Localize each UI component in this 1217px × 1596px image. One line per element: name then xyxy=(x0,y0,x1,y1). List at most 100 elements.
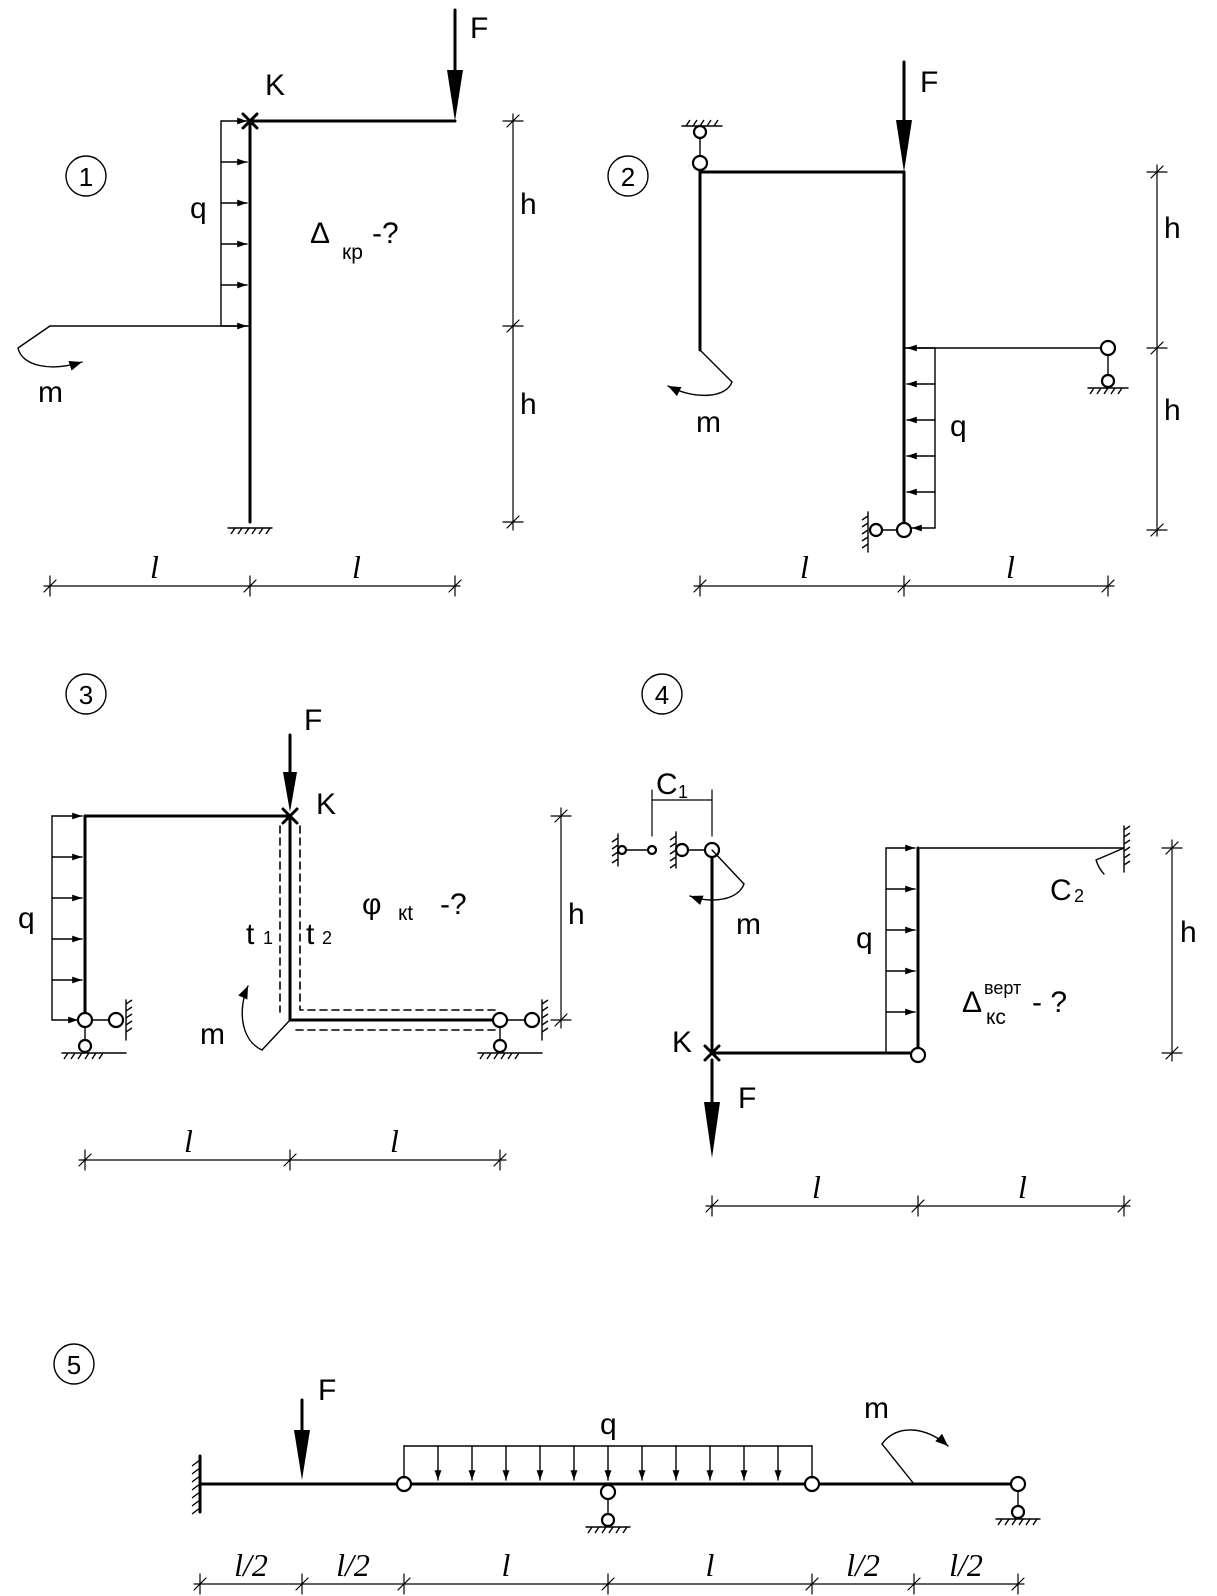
scheme-3-number-circle xyxy=(65,673,107,715)
scheme-5-distributed-load xyxy=(403,1445,813,1481)
scheme-4-task-superscript: верт xyxy=(984,978,1021,998)
scheme-1-force-arrow xyxy=(447,8,463,121)
scheme-1-distributed-load xyxy=(220,117,248,330)
scheme-1-length-label-2: l xyxy=(352,549,361,585)
scheme-1-load-label: q xyxy=(190,192,207,225)
scheme-2-length-label-2: l xyxy=(1006,549,1015,585)
scheme-3-left-support xyxy=(61,999,133,1060)
scheme-1-length-dimension xyxy=(43,575,462,597)
scheme-4-length-label-2: l xyxy=(1018,1169,1027,1205)
scheme-1-task: Δ кр -? xyxy=(310,217,399,264)
scheme-2-length-label-1: l xyxy=(800,549,809,585)
scheme-4-task-subscript: кс xyxy=(986,1006,1006,1029)
scheme-1-task-suffix: -? xyxy=(372,217,399,250)
scheme-2-height-label-1: h xyxy=(1164,212,1181,245)
scheme-2-number-circle xyxy=(607,155,649,197)
scheme-3-height-dimension xyxy=(550,807,572,1029)
scheme-3-temp2-label: t xyxy=(306,918,315,951)
scheme-2-bottom-support xyxy=(861,511,913,553)
scheme-1-height-dimension xyxy=(502,113,524,531)
scheme-3-temp2-sub: 2 xyxy=(322,928,332,948)
scheme-2-force-label: F xyxy=(920,66,938,99)
scheme-3-force-label: F xyxy=(304,704,322,737)
scheme-5-length-label-1: l/2 xyxy=(234,1547,268,1583)
scheme-5: 5 F xyxy=(53,1343,1041,1595)
scheme-3-task-suffix: -? xyxy=(440,888,467,921)
scheme-3-moment xyxy=(238,985,291,1051)
scheme-1-height-label-2: h xyxy=(520,388,537,421)
scheme-3-temp1-sub: 1 xyxy=(263,928,273,948)
scheme-1-moment-label: m xyxy=(38,376,63,409)
scheme-4-disp2-label: C xyxy=(1050,874,1072,907)
scheme-1-moment xyxy=(17,325,83,371)
scheme-1: 1 K F q xyxy=(17,8,537,597)
scheme-2-top-support xyxy=(681,119,723,172)
scheme-4-height-label: h xyxy=(1180,916,1197,949)
scheme-5-length-label-5: l/2 xyxy=(846,1547,880,1583)
scheme-5-middle-support xyxy=(585,1483,631,1534)
scheme-4-task-symbol: Δ xyxy=(962,986,982,1019)
scheme-4-right-support xyxy=(1095,825,1131,875)
scheme-4-disp1-sub: 1 xyxy=(678,782,688,802)
scheme-1-fixed-support xyxy=(227,527,273,535)
scheme-1-task-subscript: кр xyxy=(342,241,363,264)
scheme-1-task-symbol: Δ xyxy=(310,217,330,250)
scheme-2-load-label: q xyxy=(950,410,967,443)
scheme-4-disp1-dimension xyxy=(651,789,713,837)
scheme-2-force-arrow xyxy=(896,60,912,172)
scheme-4-disp2-sub: 2 xyxy=(1074,886,1084,906)
scheme-3-node-k-mark xyxy=(281,807,299,825)
scheme-2-height-dimension xyxy=(1146,164,1168,537)
scheme-2-moment xyxy=(667,349,733,397)
scheme-1-length-label-1: l xyxy=(150,549,159,585)
scheme-3-length-label-1: l xyxy=(184,1123,193,1159)
scheme-5-load-label: q xyxy=(600,1408,617,1441)
scheme-5-number-circle xyxy=(53,1343,95,1385)
scheme-4-bottom-hinge xyxy=(909,1046,927,1064)
scheme-3-distributed-load xyxy=(51,812,83,1024)
scheme-5-length-label-2: l/2 xyxy=(336,1547,370,1583)
scheme-5-length-label-6: l/2 xyxy=(949,1547,983,1583)
scheme-3-node-k-label: K xyxy=(316,788,336,821)
scheme-2-right-support xyxy=(1087,339,1129,395)
scheme-1-force-label: F xyxy=(470,12,488,45)
scheme-4-length-label-1: l xyxy=(812,1169,821,1205)
scheme-1-node-k-mark xyxy=(241,112,259,130)
scheme-4-load-label: q xyxy=(856,922,873,955)
scheme-4-distributed-load xyxy=(885,844,916,1054)
scheme-4-force-arrow xyxy=(704,1058,720,1158)
scheme-2-moment-label: m xyxy=(696,406,721,439)
scheme-4-node-k-mark xyxy=(703,1044,721,1062)
scheme-5-fixed-support xyxy=(191,1454,202,1515)
scheme-4-number-circle xyxy=(641,673,683,715)
scheme-5-length-dimension xyxy=(193,1573,1025,1595)
scheme-4-task-suffix: - ? xyxy=(1032,986,1067,1019)
scheme-2-length-dimension xyxy=(693,575,1115,597)
scheme-5-number: 5 xyxy=(67,1350,81,1380)
scheme-3-moment-label: m xyxy=(200,1018,225,1051)
scheme-3: 3 K t 1 t 2 xyxy=(18,673,585,1171)
scheme-4-number: 4 xyxy=(655,680,669,710)
scheme-4-top-support xyxy=(611,831,721,869)
scheme-4-node-k-label: K xyxy=(672,1026,692,1059)
scheme-3-task-subscript: кt xyxy=(398,902,413,925)
scheme-3-length-dimension xyxy=(78,1149,507,1171)
scheme-2-distributed-load xyxy=(906,344,936,532)
scheme-3-temperature-lines xyxy=(279,825,501,1031)
scheme-1-height-label-1: h xyxy=(520,188,537,221)
scheme-2: 2 xyxy=(607,60,1181,597)
scheme-4-disp1-label: C xyxy=(656,768,678,801)
scheme-5-moment xyxy=(881,1429,949,1485)
scheme-4: 4 K C 1 xyxy=(611,673,1197,1217)
scheme-4-task: Δ верт кс - ? xyxy=(962,978,1067,1029)
scheme-4-height-dimension xyxy=(1161,839,1183,1062)
scheme-4-moment xyxy=(689,849,745,906)
scheme-5-length-label-4: l xyxy=(706,1547,715,1583)
scheme-3-task-symbol: φ xyxy=(362,888,381,921)
scheme-5-hinge-right xyxy=(803,1475,821,1493)
scheme-3-load-label: q xyxy=(18,902,35,935)
scheme-5-force-arrow xyxy=(294,1398,310,1480)
scheme-1-number-circle xyxy=(65,155,107,197)
